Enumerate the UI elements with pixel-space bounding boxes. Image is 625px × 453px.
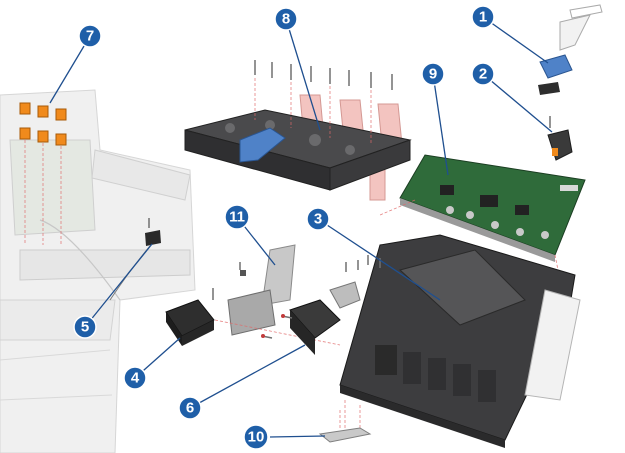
printer-chassis-background <box>0 89 196 453</box>
callout-6: 6 <box>178 396 202 420</box>
callout-5: 5 <box>73 315 97 339</box>
callout-8-label: 8 <box>282 11 290 28</box>
callout-4: 4 <box>123 366 147 390</box>
part-9-circuit-board <box>379 154 586 281</box>
callout-5-label: 5 <box>81 319 89 336</box>
callout-1: 1 <box>471 5 495 29</box>
callout-3-label: 3 <box>314 211 322 228</box>
part-1-connector <box>538 4 603 95</box>
callout-3: 3 <box>306 207 330 231</box>
callout-10: 10 <box>243 424 269 450</box>
callout-9-label: 9 <box>429 66 437 83</box>
callout-7: 7 <box>78 24 102 48</box>
callout-2-label: 2 <box>479 66 487 83</box>
callout-11-label: 11 <box>229 209 245 226</box>
callout-6-label: 6 <box>186 400 194 417</box>
callout-9: 9 <box>421 62 445 86</box>
callout-11: 11 <box>224 204 250 230</box>
part-6-sensor-module <box>261 281 361 355</box>
callout-2: 2 <box>471 62 495 86</box>
callout-4-label: 4 <box>131 370 140 387</box>
callout-8: 8 <box>274 7 298 31</box>
callout-10-label: 10 <box>248 429 265 446</box>
part-4-housing <box>165 288 341 346</box>
callout-7-label: 7 <box>86 28 94 45</box>
part-3-carriage-frame <box>339 234 581 448</box>
callout-1-label: 1 <box>479 9 487 26</box>
part-8-top-cover <box>184 60 412 201</box>
part-7-orange-clips <box>19 102 67 245</box>
part-10-plate <box>318 410 372 443</box>
part-11-flex-bracket <box>227 244 296 336</box>
part-2-bracket <box>547 116 573 161</box>
